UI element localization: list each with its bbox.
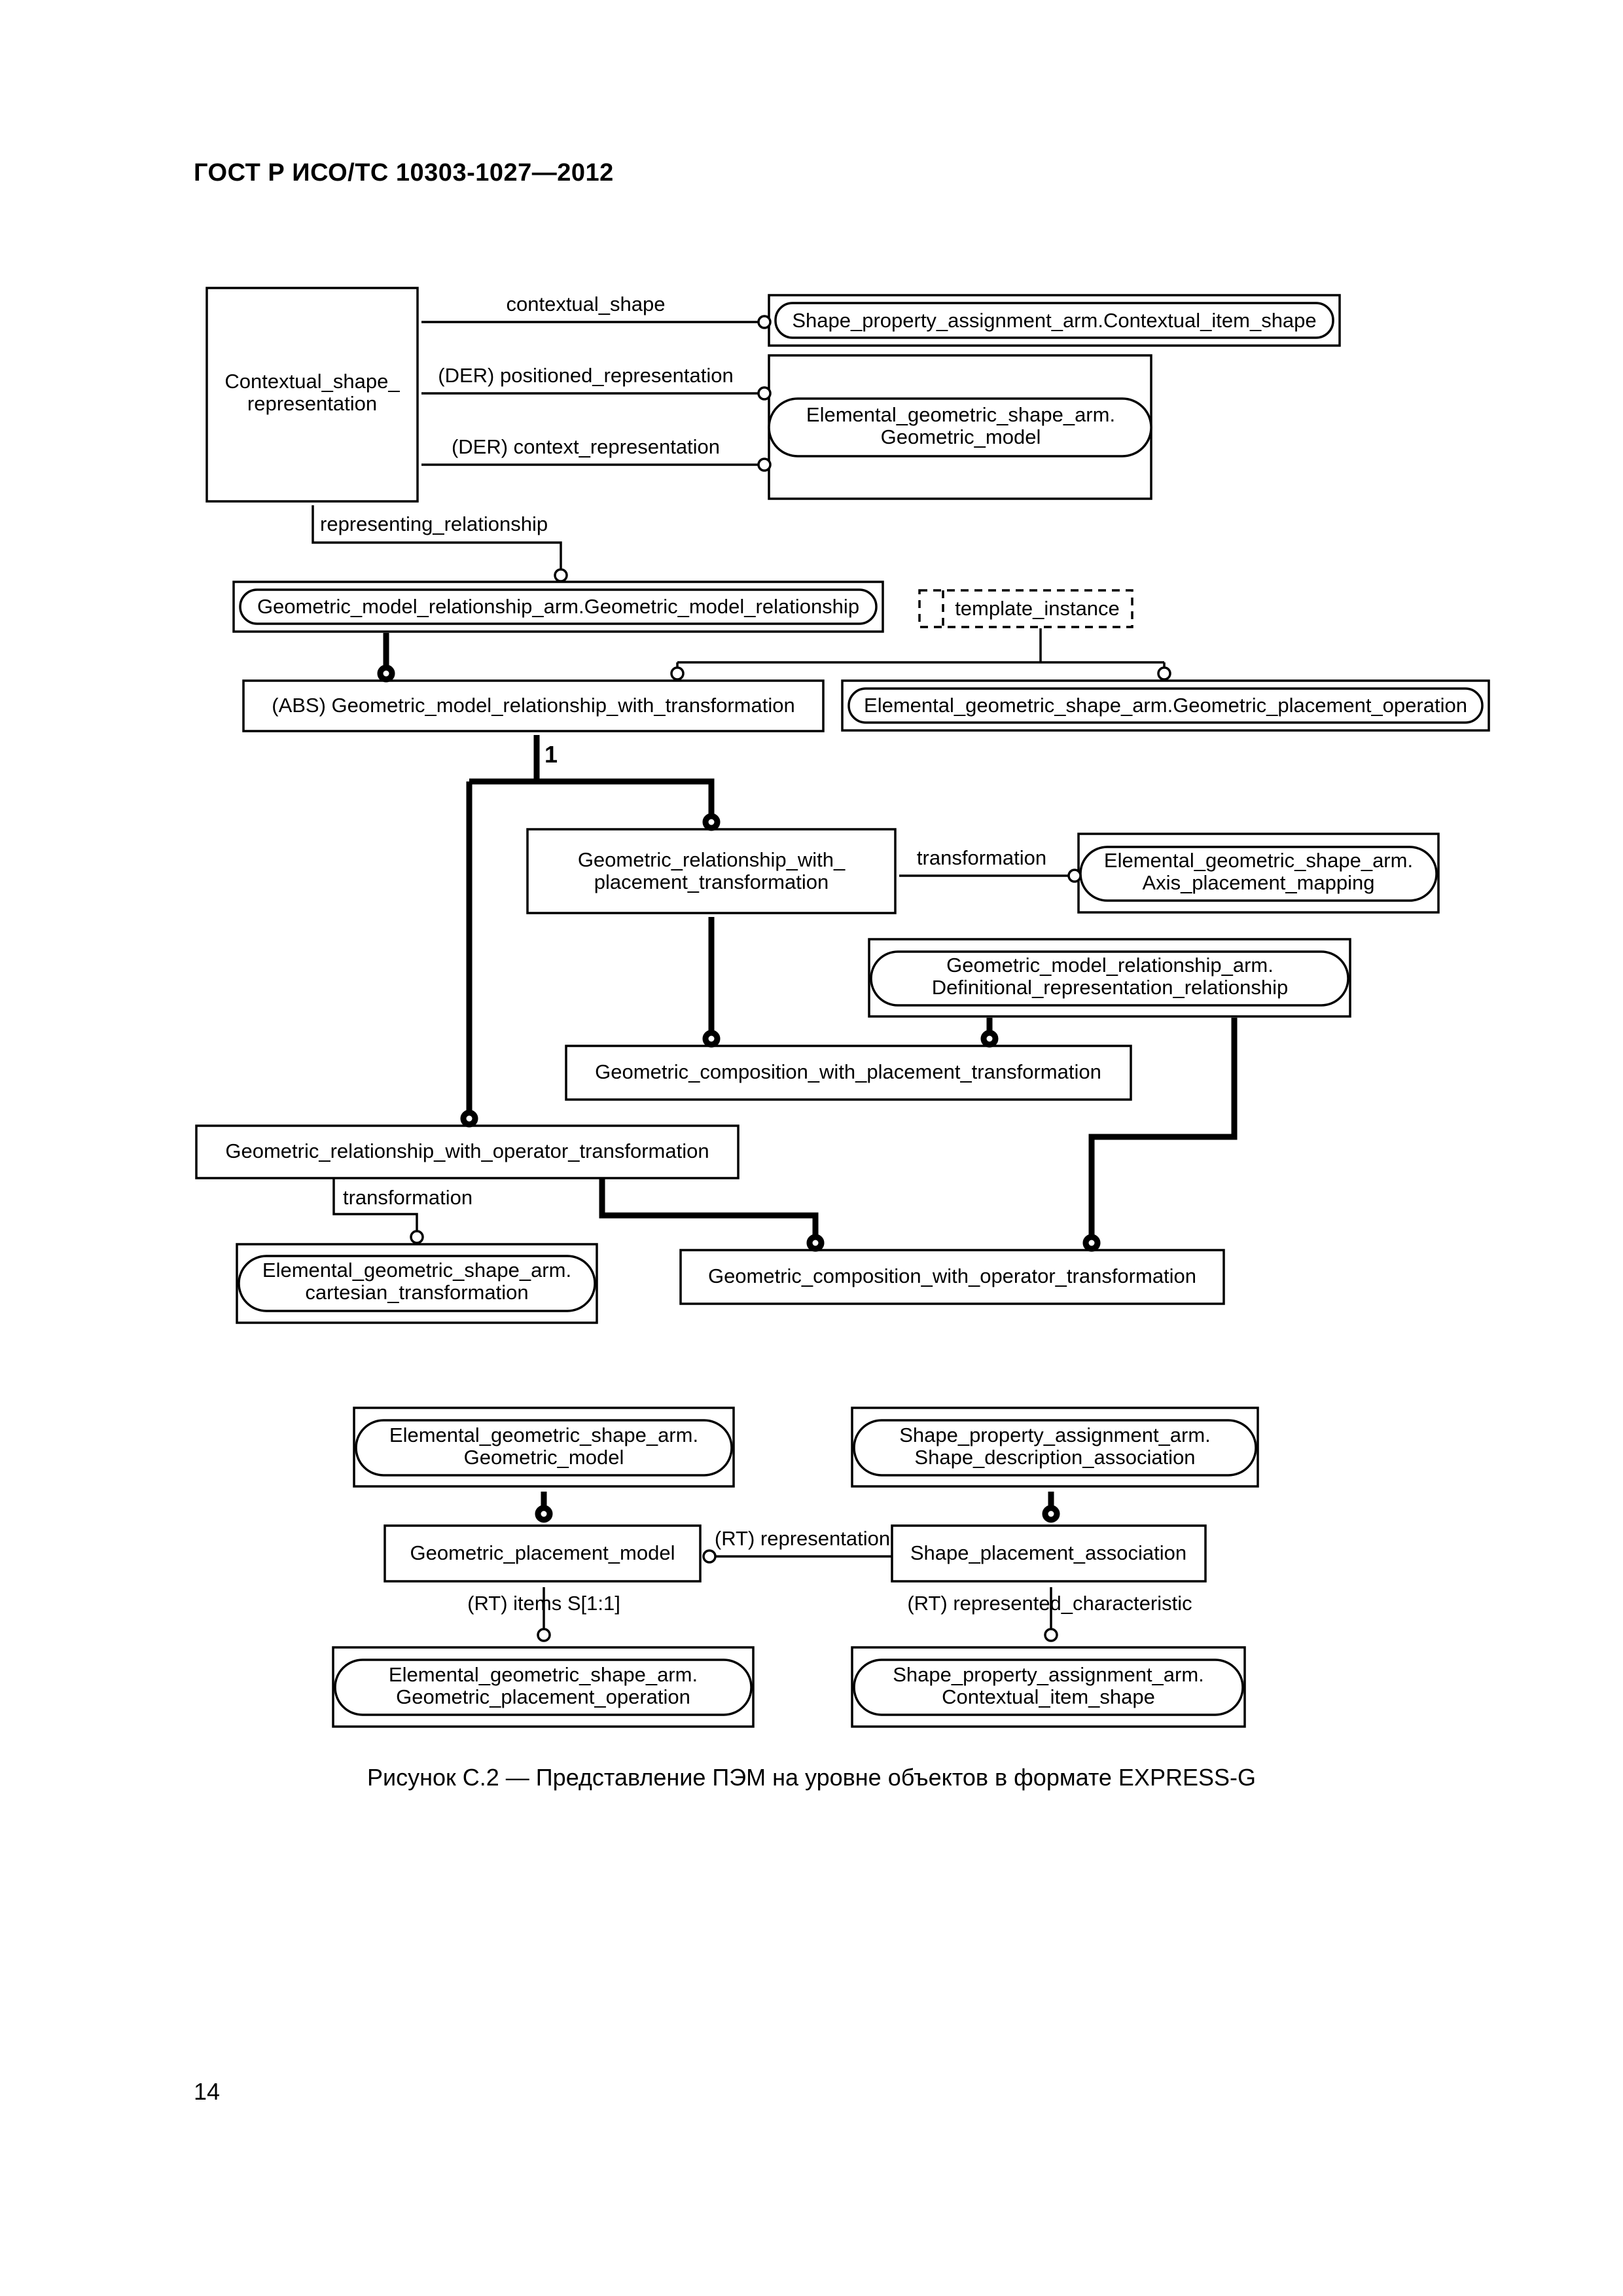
entity-spa-shape-description-association: Shape_property_assignment_arm. Shape_des… <box>851 1407 1259 1488</box>
svg-text:placement_transformation: placement_transformation <box>594 870 829 893</box>
svg-text:Shape_property_assignment_arm.: Shape_property_assignment_arm. <box>893 1663 1204 1686</box>
terminator-rt-items <box>537 1628 551 1642</box>
label-context-representation: (DER) context_representation <box>452 435 720 458</box>
svg-text:Geometric_placement_model: Geometric_placement_model <box>410 1541 675 1564</box>
terminator-context-representation <box>757 457 772 472</box>
terminator-geometric-model-supertype <box>535 1505 553 1523</box>
line-template-instance <box>676 628 1166 671</box>
svg-text:Shape_property_assignment_arm.: Shape_property_assignment_arm. <box>899 1424 1211 1446</box>
svg-text:Geometric_model: Geometric_model <box>464 1446 624 1469</box>
document-header: ГОСТ Р ИСО/ТС 10303-1027—2012 <box>194 159 614 187</box>
entity-egs-geometric-model-bottom: Elemental_geometric_shape_arm. Geometric… <box>353 1407 735 1488</box>
label-rt-representation: (RT) representation <box>715 1527 890 1550</box>
label-rt-items: (RT) items S[1:1] <box>467 1592 620 1615</box>
label-positioned-representation: (DER) positioned_representation <box>438 364 733 387</box>
svg-text:Shape_placement_association: Shape_placement_association <box>910 1541 1186 1564</box>
entity-contextual-shape-representation: Contextual_shape_ representation <box>205 287 419 503</box>
label-transformation-operator: transformation <box>343 1186 473 1209</box>
terminator-transformation-operator <box>410 1230 424 1244</box>
terminator-contextual-shape <box>757 315 772 329</box>
entity-gmr-arm: Geometric_model_relationship_arm.Geometr… <box>232 581 884 633</box>
svg-text:Contextual_item_shape: Contextual_item_shape <box>942 1685 1155 1708</box>
entity-egs-geometric-placement-operation-bottom: Elemental_geometric_shape_arm. Geometric… <box>332 1646 755 1728</box>
entity-spa-contextual-item-shape-top: Shape_property_assignment_arm.Contextual… <box>768 294 1341 347</box>
svg-text:Geometric_model_relationship_a: Geometric_model_relationship_arm.Geometr… <box>257 595 859 618</box>
entity-egs-geometric-placement-operation-top: Elemental_geometric_shape_arm.Geometric_… <box>841 679 1490 732</box>
entity-grw-operator-transformation: Geometric_relationship_with_operator_tra… <box>195 1124 740 1179</box>
svg-text:Geometric_model: Geometric_model <box>881 425 1041 448</box>
entity-abs-gmr-with-transformation: (ABS) Geometric_model_relationship_with_… <box>242 679 825 732</box>
terminator-transformation-placement <box>1067 869 1082 883</box>
label-representing-relationship: representing_relationship <box>320 512 548 535</box>
entity-gcw-operator-transformation: Geometric_composition_with_operator_tran… <box>679 1249 1225 1305</box>
svg-text:Shape_description_association: Shape_description_association <box>914 1446 1195 1469</box>
line-operator-to-composition <box>599 1179 819 1241</box>
terminator-representing-relationship <box>554 568 568 583</box>
entity-egs-geometric-model-top: Elemental_geometric_shape_arm. Geometric… <box>768 354 1152 500</box>
terminator-template-left <box>670 666 685 681</box>
terminator-composition-placement-left <box>702 1030 721 1048</box>
label-rt-represented-characteristic: (RT) represented_characteristic <box>907 1592 1192 1615</box>
svg-text:cartesian_transformation: cartesian_transformation <box>305 1281 528 1304</box>
line-representing-relationship <box>312 505 562 573</box>
svg-text:Geometric_relationship_with_: Geometric_relationship_with_ <box>578 848 846 871</box>
figure-caption: Рисунок С.2 — Представление ПЭМ на уровн… <box>367 1764 1256 1791</box>
svg-text:Geometric_composition_with_ope: Geometric_composition_with_operator_tran… <box>708 1265 1196 1287</box>
svg-text:Geometric_model_relationship_a: Geometric_model_relationship_arm. <box>946 954 1274 977</box>
terminator-rt-represented-characteristic <box>1044 1628 1058 1642</box>
label-contextual-shape: contextual_shape <box>506 293 665 315</box>
entity-gcw-placement-transformation: Geometric_composition_with_placement_tra… <box>565 1045 1132 1101</box>
svg-text:Geometric_composition_with_pla: Geometric_composition_with_placement_tra… <box>595 1060 1101 1083</box>
terminator-composition-operator-left <box>806 1234 825 1252</box>
line-transformation-operator <box>332 1179 418 1234</box>
svg-text:Axis_placement_mapping: Axis_placement_mapping <box>1143 871 1375 894</box>
terminator-gmr-supertype <box>377 664 395 683</box>
entity-egs-axis-placement-mapping: Elemental_geometric_shape_arm. Axis_plac… <box>1077 833 1440 914</box>
svg-text:Elemental_geometric_shape_arm.: Elemental_geometric_shape_arm. <box>262 1259 571 1282</box>
label-oneof-marker: 1 <box>544 741 558 768</box>
terminator-operator-subtype <box>460 1109 478 1128</box>
svg-text:Geometric_placement_operation: Geometric_placement_operation <box>396 1685 690 1708</box>
entity-spa-contextual-item-shape-bottom: Shape_property_assignment_arm. Contextua… <box>851 1646 1246 1728</box>
terminator-composition-operator-right <box>1082 1234 1101 1252</box>
terminator-positioned-representation <box>757 386 772 401</box>
svg-text:Definitional_representation_re: Definitional_representation_relationship <box>932 976 1289 999</box>
entity-egs-cartesian-transformation: Elemental_geometric_shape_arm. cartesian… <box>236 1243 598 1324</box>
entity-grw-placement-transformation: Geometric_relationship_with_ placement_t… <box>526 828 897 914</box>
svg-text:Elemental_geometric_shape_arm.: Elemental_geometric_shape_arm.Geometric_… <box>864 694 1467 717</box>
svg-text:Contextual_shape_: Contextual_shape_ <box>224 370 400 393</box>
entity-geometric-placement-model: Geometric_placement_model <box>383 1524 702 1583</box>
svg-text:template_instance: template_instance <box>955 597 1120 620</box>
entity-shape-placement-association: Shape_placement_association <box>891 1524 1207 1583</box>
line-oneof-subtypes <box>466 735 715 1117</box>
svg-text:Shape_property_assignment_arm.: Shape_property_assignment_arm.Contextual… <box>792 309 1316 332</box>
svg-text:(ABS) Geometric_model_relation: (ABS) Geometric_model_relationship_with_… <box>272 694 794 717</box>
svg-text:Geometric_relationship_with_op: Geometric_relationship_with_operator_tra… <box>225 1139 709 1162</box>
terminator-placement-subtype <box>702 813 721 831</box>
svg-text:representation: representation <box>247 392 377 415</box>
terminator-template-right <box>1157 666 1171 681</box>
entity-gmr-definitional: Geometric_model_relationship_arm. Defini… <box>868 938 1351 1018</box>
line-definitional-to-operator-composition <box>1088 1018 1238 1241</box>
terminator-shape-description-supertype <box>1042 1505 1060 1523</box>
entity-template-instance: template_instance <box>918 589 1133 628</box>
label-transformation-placement: transformation <box>917 846 1046 869</box>
terminator-composition-placement-right <box>980 1030 999 1048</box>
svg-text:Elemental_geometric_shape_arm.: Elemental_geometric_shape_arm. <box>806 403 1115 426</box>
svg-text:Elemental_geometric_shape_arm.: Elemental_geometric_shape_arm. <box>389 1663 698 1686</box>
svg-text:Elemental_geometric_shape_arm.: Elemental_geometric_shape_arm. <box>1104 849 1413 872</box>
svg-text:Elemental_geometric_shape_arm.: Elemental_geometric_shape_arm. <box>389 1424 698 1446</box>
terminator-rt-representation <box>702 1549 717 1564</box>
page-number: 14 <box>194 2078 221 2105</box>
